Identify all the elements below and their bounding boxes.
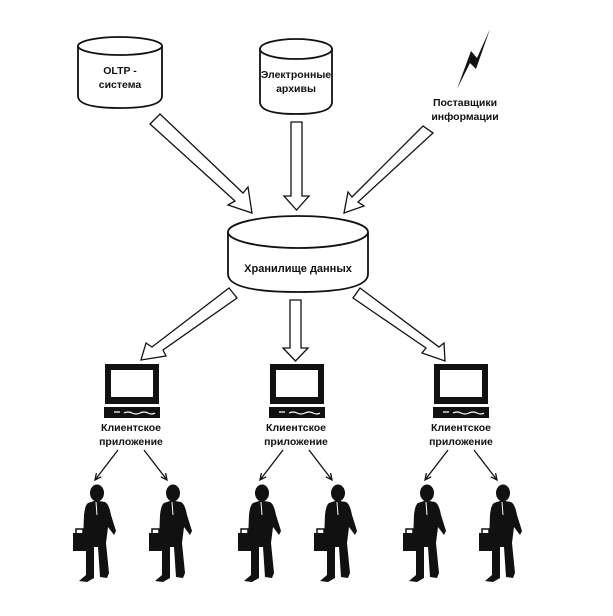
archives-label-line-2: архивы (276, 83, 316, 95)
providers-label-line-2: информации (431, 111, 498, 123)
lightning-icon (457, 29, 490, 89)
client-to-user-arrow (143, 449, 168, 481)
client-2-label-line-2: приложение (264, 436, 328, 448)
client-3-label-line-1: Клиентское (431, 422, 491, 434)
client-1-label-line-2: приложение (99, 436, 163, 448)
warehouse-label: Хранилище данных (244, 263, 353, 275)
user-icon (478, 483, 523, 583)
arrow-warehouse-to-client-2 (281, 299, 310, 362)
arrowhead-icon (160, 473, 168, 482)
oltp-label-line-2: система (99, 79, 142, 91)
arrow-warehouse-to-client-3 (352, 287, 446, 362)
arrow-archives-to-warehouse (282, 121, 311, 211)
computer-icon (432, 363, 490, 419)
client-to-user-arrows (94, 449, 498, 482)
client-1-label-line-1: Клиентское (101, 422, 161, 434)
client-application-2: Клиентское приложение (264, 363, 328, 448)
arrowhead-icon (94, 473, 102, 482)
user-icon (148, 483, 193, 583)
computer-icon (103, 363, 161, 419)
arrowhead-icon (259, 473, 267, 482)
client-to-user-arrow (424, 449, 449, 481)
user-icon (313, 483, 358, 583)
user-icon (237, 483, 282, 583)
arrow-providers-to-warehouse (343, 125, 435, 214)
information-providers: Поставщики информации (431, 29, 499, 123)
users (72, 483, 523, 583)
client-3-label-line-2: приложение (429, 436, 493, 448)
client-application-3: Клиентское приложение (429, 363, 493, 448)
electronic-archives-cylinder: Электронные архивы (259, 38, 333, 115)
client-to-user-arrow (259, 449, 284, 481)
client-to-user-arrow (473, 449, 498, 481)
user-icon (72, 483, 117, 583)
client-application-1: Клиентское приложение (99, 363, 163, 448)
client-2-label-line-1: Клиентское (266, 422, 326, 434)
arrow-warehouse-to-client-1 (140, 287, 238, 361)
arrow-oltp-to-warehouse (149, 113, 253, 214)
computer-icon (268, 363, 326, 419)
oltp-system-cylinder: OLTP - система (77, 36, 163, 109)
archives-label-line-1: Электронные (261, 69, 331, 81)
data-warehouse-cylinder: Хранилище данных (227, 215, 369, 293)
client-to-user-arrow (308, 449, 333, 481)
providers-label-line-1: Поставщики (433, 97, 497, 109)
user-icon (402, 483, 447, 583)
oltp-label-line-1: OLTP - (103, 65, 137, 77)
client-to-user-arrow (94, 449, 119, 481)
arrowhead-icon (490, 473, 498, 482)
arrowhead-icon (424, 473, 432, 482)
arrowhead-icon (325, 473, 333, 482)
